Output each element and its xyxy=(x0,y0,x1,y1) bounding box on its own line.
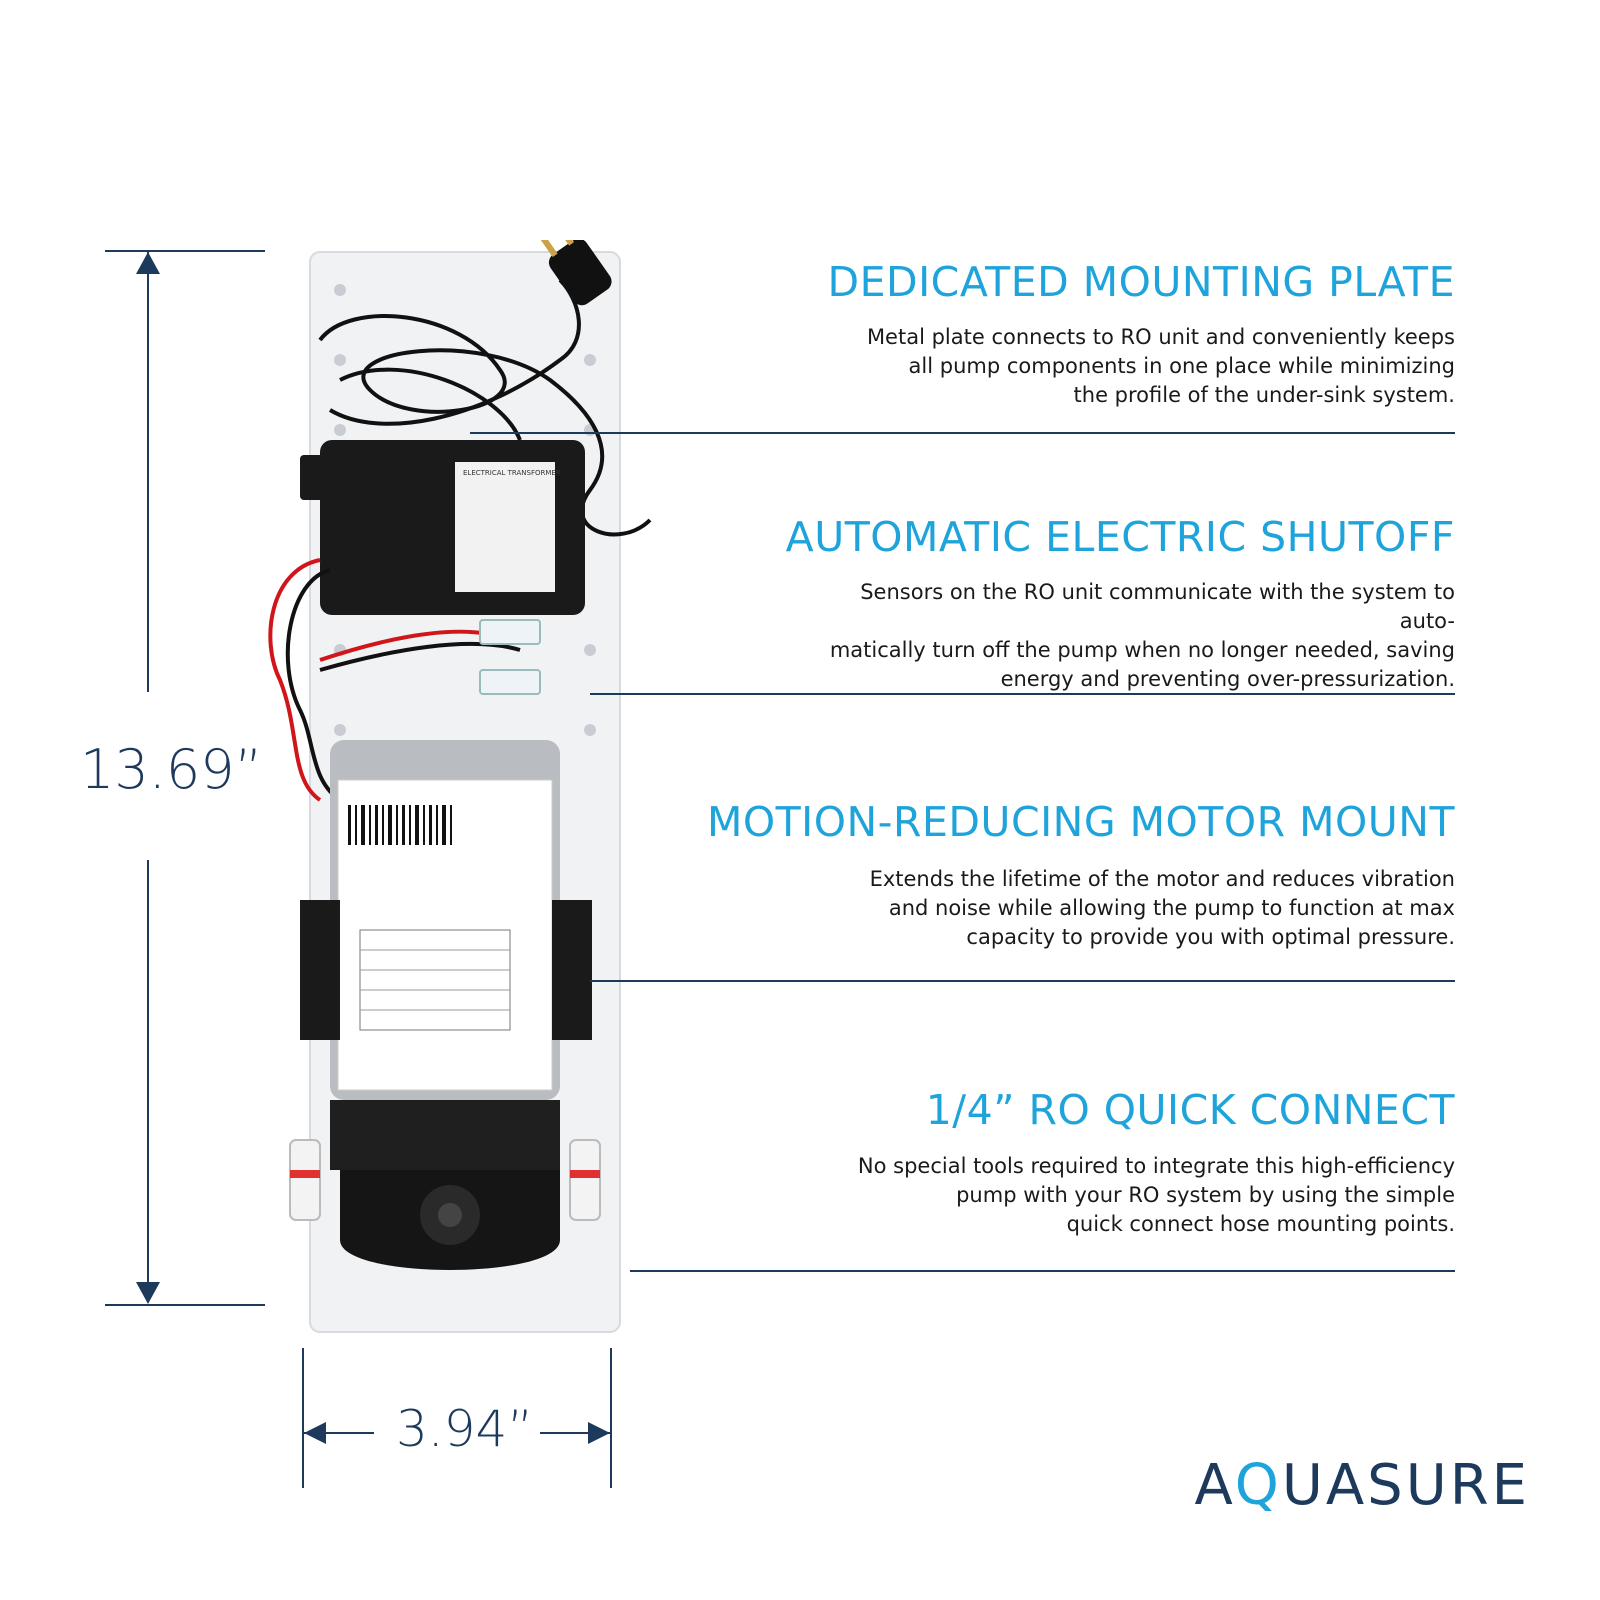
width-label: 3.94” xyxy=(396,1400,534,1458)
quick-connect-fittings xyxy=(289,1139,601,1221)
feature-title: AUTOMATIC ELECTRIC SHUTOFF xyxy=(785,513,1455,561)
height-arrow-down-icon xyxy=(136,1282,160,1304)
feature-description-line: Extends the lifetime of the motor and re… xyxy=(869,867,1455,891)
feature-description: Sensors on the RO unit communicate with … xyxy=(815,578,1455,694)
feature-4-leader xyxy=(630,1270,1455,1272)
height-lower-line xyxy=(147,860,149,1302)
height-label: 13.69” xyxy=(80,738,263,801)
feature-description-line: quick connect hose mounting points. xyxy=(1066,1212,1455,1236)
height-bottom-tick xyxy=(105,1304,265,1306)
aquasure-logo: AQUASURE xyxy=(1194,1453,1530,1518)
height-upper-line xyxy=(147,252,149,692)
feature-description-line: the profile of the under-sink system. xyxy=(1073,383,1455,407)
feature-2-leader xyxy=(590,693,1455,695)
height-arrow-up-icon xyxy=(136,252,160,274)
width-right-tick xyxy=(610,1348,612,1488)
plug-icon xyxy=(536,240,612,306)
brand-part-1: A xyxy=(1194,1453,1235,1518)
feature-description-line: pump with your RO system by using the si… xyxy=(956,1183,1455,1207)
pump-motor xyxy=(300,740,592,1100)
feature-title: DEDICATED MOUNTING PLATE xyxy=(827,258,1455,306)
booster-pump-illustration: ELECTRICAL TRANSFORMER xyxy=(268,240,652,1333)
width-right-line xyxy=(540,1432,610,1434)
brand-accent-letter: Q xyxy=(1234,1453,1282,1518)
power-wires xyxy=(268,558,521,802)
feature-title: 1/4” RO QUICK CONNECT xyxy=(925,1086,1455,1134)
feature-description: Extends the lifetime of the motor and re… xyxy=(815,865,1455,952)
feature-description-line: and noise while allowing the pump to fun… xyxy=(888,896,1455,920)
power-cord xyxy=(318,278,652,537)
feature-description-line: Sensors on the RO unit communicate with … xyxy=(860,580,1455,633)
width-arrow-right-icon xyxy=(588,1422,610,1444)
feature-description-line: all pump components in one place while m… xyxy=(908,354,1455,378)
width-left-line xyxy=(304,1432,374,1434)
feature-description-line: capacity to provide you with optimal pre… xyxy=(966,925,1455,949)
feature-title: MOTION-REDUCING MOTOR MOUNT xyxy=(706,798,1455,846)
feature-description-line: No special tools required to integrate t… xyxy=(857,1154,1455,1178)
transformer-label-line: ELECTRICAL TRANSFORMER xyxy=(463,469,561,477)
feature-description: Metal plate connects to RO unit and conv… xyxy=(815,323,1455,410)
feature-description-line: Metal plate connects to RO unit and conv… xyxy=(866,325,1455,349)
feature-1-leader xyxy=(470,432,1455,434)
width-left-tick xyxy=(302,1348,304,1488)
transformer: ELECTRICAL TRANSFORMER xyxy=(300,440,585,615)
feature-description-line: matically turn off the pump when no long… xyxy=(829,638,1455,662)
width-arrow-left-icon xyxy=(304,1422,326,1444)
feature-3-leader xyxy=(590,980,1455,982)
feature-description-line: energy and preventing over-pressurizatio… xyxy=(1000,667,1455,691)
pump-head xyxy=(330,1100,560,1270)
height-top-tick xyxy=(105,250,265,252)
feature-description: No special tools required to integrate t… xyxy=(815,1152,1455,1239)
brand-part-2: UASURE xyxy=(1281,1453,1530,1518)
